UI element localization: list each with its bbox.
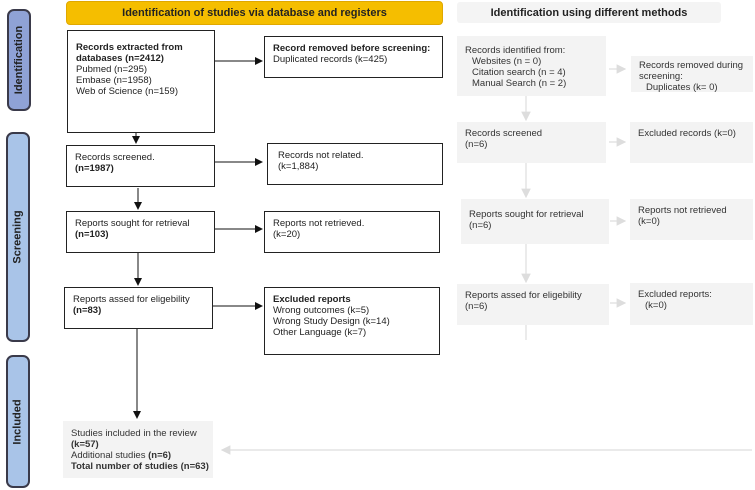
right-reports-sought-box: Reports sought for retrieval (n=6) bbox=[461, 199, 609, 244]
records-removed-during-box: Records removed during screening: Duplic… bbox=[631, 56, 753, 93]
box-label: Reports not retrieved bbox=[638, 205, 727, 216]
additional-value: (n=6) bbox=[148, 450, 172, 461]
box-value: (n=83) bbox=[73, 305, 102, 316]
box-line: Pubmed (n=295) bbox=[76, 64, 148, 75]
header-databases: Identification of studies via database a… bbox=[66, 1, 443, 25]
box-line: Duplicates (k= 0) bbox=[646, 82, 718, 93]
box-line: Manual Search (n = 2) bbox=[472, 78, 567, 89]
header-other-methods: Identification using different methods bbox=[457, 2, 721, 23]
box-value: (k=1,884) bbox=[278, 161, 319, 172]
box-label: Reports sought for retrieval bbox=[75, 218, 190, 229]
studies-included-box: Studies included in the review (k=57) Ad… bbox=[63, 421, 213, 478]
box-value: (k=20) bbox=[273, 229, 301, 240]
box-title: Records identified from: bbox=[465, 45, 566, 56]
box-line: Wrong Study Design (k=14) bbox=[273, 316, 390, 327]
box-value: (k=0) bbox=[638, 216, 660, 227]
box-line: Citation search (n = 4) bbox=[472, 67, 566, 78]
box-label: Studies included in the review bbox=[71, 428, 197, 439]
box-label: Reports assed for eligebility bbox=[73, 294, 190, 305]
box-value: (n=1987) bbox=[75, 163, 114, 174]
box-line: Other Language (k=7) bbox=[273, 327, 367, 338]
right-records-screened-box: Records screened (n=6) bbox=[457, 122, 606, 163]
box-label: Excluded reports: bbox=[638, 289, 712, 300]
reports-not-retrieved-box: Reports not retrieved. (k=20) bbox=[264, 211, 440, 253]
box-label: Reports not retrieved. bbox=[273, 218, 365, 229]
box-value: (k=57) bbox=[71, 439, 99, 450]
box-title: Record removed before screening: bbox=[273, 43, 431, 54]
box-label: Records not related. bbox=[278, 150, 364, 161]
box-title: Records extracted from bbox=[76, 42, 183, 53]
box-value: (n=6) bbox=[465, 139, 488, 150]
box-value: (n=6) bbox=[465, 301, 488, 312]
box-value: (n=6) bbox=[469, 220, 492, 231]
box-title: Excluded reports bbox=[273, 294, 351, 305]
right-reports-assessed-box: Reports assed for eligebility (n=6) bbox=[457, 284, 609, 325]
records-identified-box: Records identified from: Websites (n = 0… bbox=[457, 36, 606, 96]
right-reports-not-retrieved-box: Reports not retrieved (k=0) bbox=[630, 199, 753, 240]
box-title: screening: bbox=[639, 71, 683, 82]
excluded-records-box: Excluded records (k=0) bbox=[630, 122, 753, 163]
box-line: Wrong outcomes (k=5) bbox=[273, 305, 370, 316]
excluded-reports-box: Excluded reports Wrong outcomes (k=5) Wr… bbox=[264, 287, 440, 355]
phase-identification: Identification bbox=[7, 9, 31, 111]
box-label: Records screened bbox=[465, 128, 543, 139]
box-title: databases (n=2412) bbox=[76, 53, 164, 64]
box-label: Reports assed for eligebility bbox=[465, 290, 582, 301]
records-not-related-box: Records not related. (k=1,884) bbox=[267, 143, 443, 185]
records-screened-box: Records screened. (n=1987) bbox=[66, 145, 215, 187]
box-value: (k=0) bbox=[645, 300, 667, 311]
box-line: Websites (n = 0) bbox=[472, 56, 542, 67]
box-title: Records removed during bbox=[639, 60, 744, 71]
box-line: Web of Science (n=159) bbox=[76, 86, 179, 97]
box-line: Duplicated records (k=425) bbox=[273, 54, 388, 65]
additional-label: Additional studies bbox=[71, 450, 149, 461]
box-label: Reports sought for retrieval bbox=[469, 209, 584, 220]
box-label: Records screened. bbox=[75, 152, 155, 163]
reports-assessed-box: Reports assed for eligebility (n=83) bbox=[64, 287, 213, 329]
reports-sought-box: Reports sought for retrieval (n=103) bbox=[66, 211, 215, 253]
box-label: Excluded records (k=0) bbox=[638, 128, 736, 139]
box-line: Embase (n=1958) bbox=[76, 75, 152, 86]
right-excluded-reports-box: Excluded reports: (k=0) bbox=[630, 283, 753, 325]
box-value: (n=103) bbox=[75, 229, 109, 240]
removed-before-box: Record removed before screening: Duplica… bbox=[264, 36, 443, 78]
phase-included: Included bbox=[6, 355, 30, 488]
total-studies: Total number of studies (n=63) bbox=[71, 461, 209, 472]
records-extracted-box: Records extracted from databases (n=2412… bbox=[67, 30, 215, 133]
phase-screening: Screening bbox=[6, 132, 30, 342]
